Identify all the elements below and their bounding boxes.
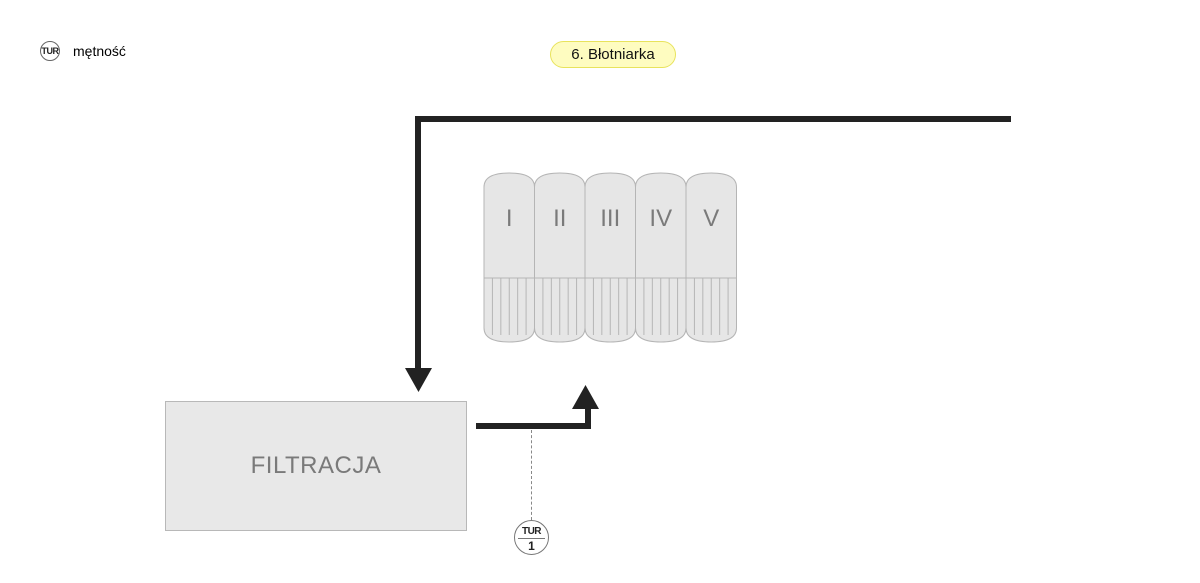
sensor-number: 1	[528, 539, 535, 553]
up-arrow-icon	[572, 385, 599, 409]
tank-4: IV	[635, 172, 687, 343]
tank-label: IV	[649, 205, 672, 232]
tank-5: V	[685, 172, 737, 343]
return-pipe-horizontal	[415, 116, 1011, 122]
page-title: 6. Błotniarka	[550, 41, 676, 68]
tank-label: I	[506, 205, 513, 232]
filtration-unit: FILTRACJA	[165, 401, 467, 531]
sensor-type: TUR	[521, 526, 542, 537]
sensor-connection-line	[531, 430, 532, 520]
outlet-pipe-vertical	[585, 407, 591, 429]
tank-1: I	[483, 172, 535, 343]
tank-3: III	[584, 172, 636, 343]
tank-label: II	[553, 205, 566, 232]
outlet-pipe-horizontal	[476, 423, 591, 429]
down-arrow-icon	[405, 368, 432, 392]
sensor-divider	[518, 538, 545, 539]
tank-2: II	[534, 172, 586, 343]
tank-label: III	[600, 205, 620, 232]
return-pipe-vertical	[415, 116, 421, 370]
legend: TUR mętność	[40, 41, 126, 61]
turbidity-sensor: TUR 1	[514, 520, 549, 555]
legend-label: mętność	[73, 43, 126, 59]
turbidity-sensor-icon: TUR	[40, 41, 60, 61]
tank-label: V	[703, 205, 719, 232]
